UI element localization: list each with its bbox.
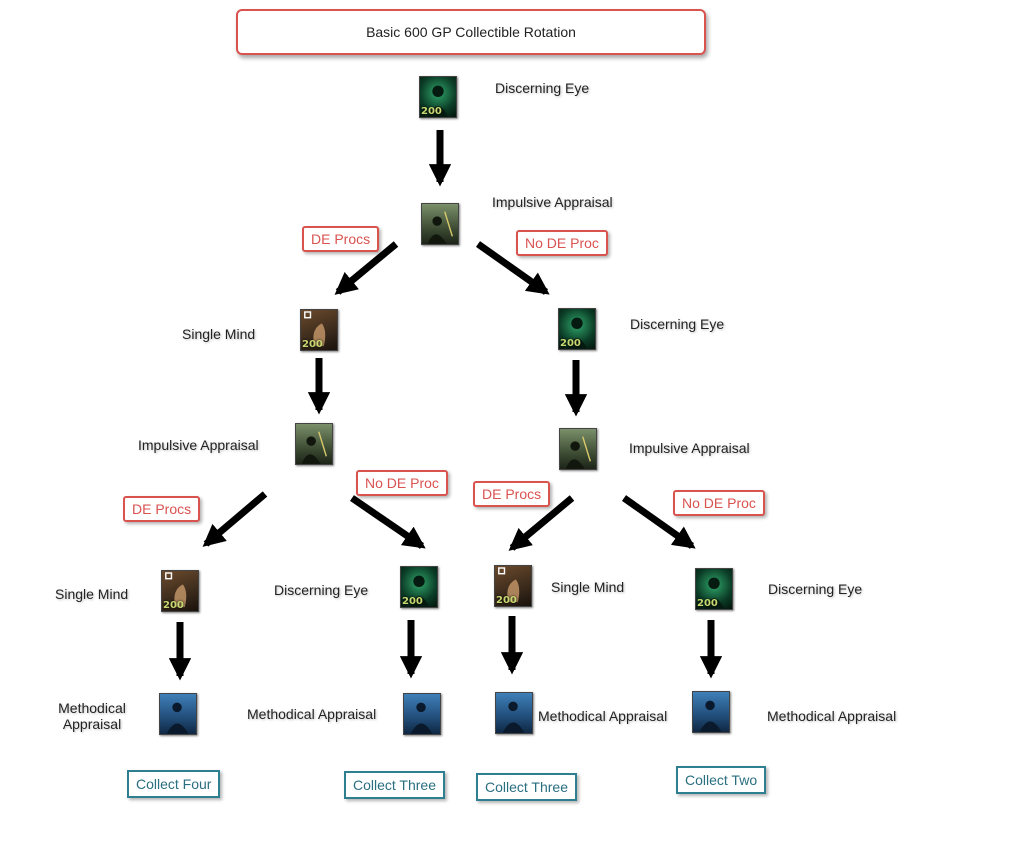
single-mind-icon: 200 <box>161 570 199 612</box>
action-label: Discerning Eye <box>274 582 369 598</box>
action-label: Methodical Appraisal <box>538 708 668 724</box>
arrow-rl-branch <box>508 495 575 551</box>
discerning-eye-icon: 200 <box>558 308 596 350</box>
result-collect-three: Collect Three <box>344 771 446 799</box>
action-label: Impulsive Appraisal <box>492 194 613 210</box>
methodical-appraisal-icon <box>495 692 533 734</box>
result-collect-two: Collect Two <box>676 766 767 794</box>
single-mind-icon: 200 <box>494 565 532 607</box>
action-label: Methodical Appraisal <box>58 700 126 732</box>
condition-de-procs: DE Procs <box>302 226 380 252</box>
action-label: Single Mind <box>55 586 129 602</box>
discerning-eye-icon: 200 <box>695 568 733 610</box>
result-collect-three: Collect Three <box>476 773 578 801</box>
condition-de-procs: DE Procs <box>123 496 201 522</box>
action-label: Discerning Eye <box>630 316 725 332</box>
action-label: Discerning Eye <box>768 581 863 597</box>
methodical-appraisal-icon <box>692 691 730 733</box>
single-mind-icon: 200 <box>300 309 338 351</box>
action-label: Single Mind <box>182 326 256 342</box>
action-label: Impulsive Appraisal <box>629 440 750 456</box>
impulsive-appraisal-icon <box>559 428 597 470</box>
action-label: Methodical Appraisal <box>767 708 897 724</box>
arrow-left-branch <box>334 241 399 295</box>
action-label: Discerning Eye <box>495 80 590 96</box>
discerning-eye-icon: 200 <box>419 76 457 118</box>
diagram-title: Basic 600 GP Collectible Rotation <box>236 9 706 55</box>
action-label: Methodical Appraisal <box>247 706 377 722</box>
methodical-appraisal-icon <box>159 693 197 735</box>
icon-cost: 200 <box>496 595 517 606</box>
icon-cost: 200 <box>421 106 442 117</box>
methodical-appraisal-icon <box>403 693 441 735</box>
arrow-lr-branch <box>350 495 426 549</box>
icon-cost: 200 <box>163 600 184 611</box>
icon-cost: 200 <box>560 338 581 349</box>
icon-cost: 200 <box>697 598 718 609</box>
action-label: Single Mind <box>551 579 625 595</box>
icon-cost: 200 <box>302 339 323 350</box>
action-label: Impulsive Appraisal <box>138 437 259 453</box>
discerning-eye-icon: 200 <box>400 566 438 608</box>
impulsive-appraisal-icon <box>295 423 333 465</box>
arrow-rr-branch <box>621 495 696 549</box>
condition-no-de-proc: No DE Proc <box>356 470 448 496</box>
result-collect-four: Collect Four <box>127 770 221 798</box>
arrow-ll-branch <box>202 491 268 547</box>
impulsive-appraisal-icon <box>421 203 459 245</box>
arrow-right-branch <box>475 241 550 295</box>
condition-no-de-proc: No DE Proc <box>516 230 608 256</box>
condition-de-procs: DE Procs <box>473 481 551 507</box>
icon-cost: 200 <box>402 596 423 607</box>
condition-no-de-proc: No DE Proc <box>673 490 765 516</box>
